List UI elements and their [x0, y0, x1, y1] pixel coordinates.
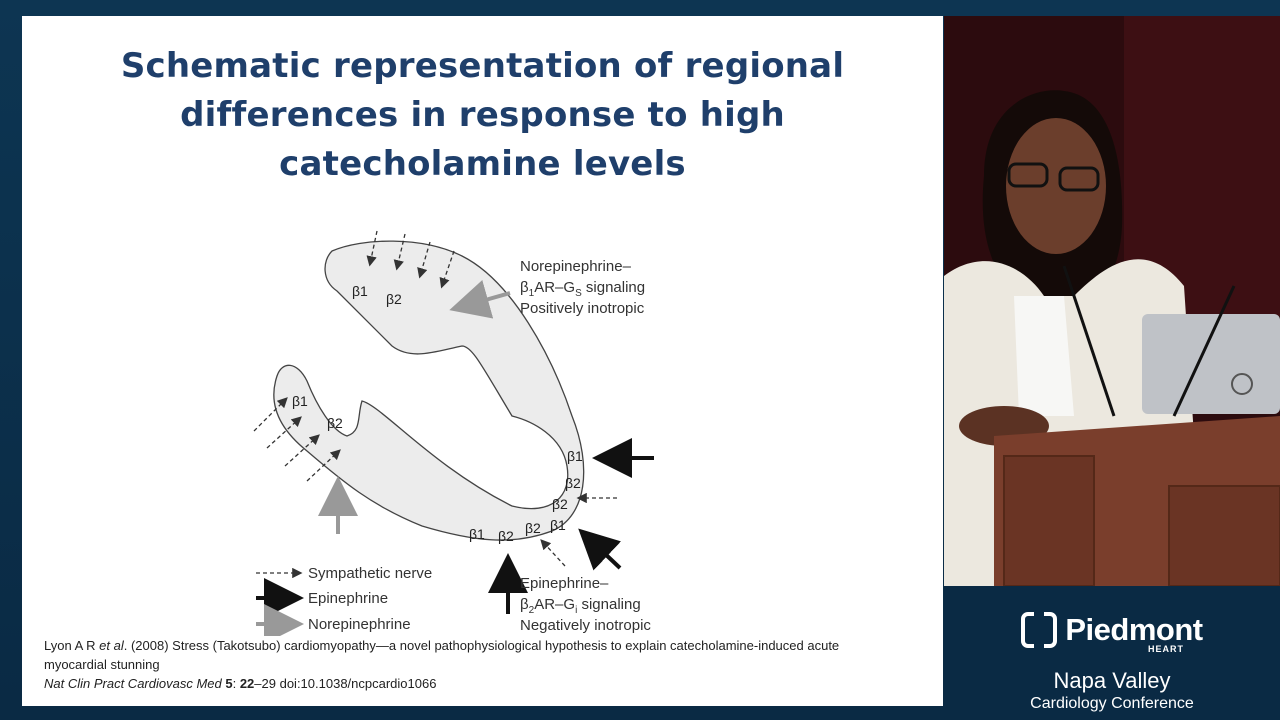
epinephrine-annotation-line-2: β2AR–Gi signaling — [520, 596, 641, 616]
citation-line-3: Nat Clin Pract Cardiovasc Med 5: 22–29 d… — [44, 676, 437, 691]
norepinephrine-arrow-top — [449, 280, 511, 319]
epinephrine-annotation-line-1: Epinephrine– — [520, 575, 609, 592]
beta1-label-apex: β1 — [567, 448, 583, 464]
conference-name-line-2: Cardiology Conference — [1030, 695, 1194, 712]
sympathetic-nerve-arrows-apex — [540, 492, 617, 567]
sympathetic-nerve-arrows-left — [253, 397, 341, 482]
ventricle-wall-shape — [273, 240, 585, 541]
beta1-label-bottom-2: β1 — [550, 517, 566, 533]
heart-schematic-figure: β1 β2 β1 β2 β1 β2 β2 β1 β2 β2 β1 — [253, 230, 654, 636]
speaker-video — [944, 16, 1280, 586]
citation-line-2: myocardial stunning — [44, 657, 160, 672]
legend-sympathetic-nerve: Sympathetic nerve — [308, 565, 432, 582]
presentation-slide: Schematic representation of regional dif… — [22, 16, 943, 706]
slide-title-line-3: catecholamine levels — [279, 144, 686, 184]
norepinephrine-annotation-line-1: Norepinephrine– — [520, 258, 632, 275]
piedmont-logo: Piedmont — [944, 608, 1280, 652]
slide-title-line-1: Schematic representation of regional — [120, 46, 845, 86]
conference-name-line-1: Napa Valley — [1053, 668, 1171, 693]
beta1-label-left: β1 — [292, 393, 308, 409]
citation: Lyon A R et al. (2008) Stress (Takotsubo… — [44, 636, 924, 693]
epinephrine-annotation-line-3: Negatively inotropic — [520, 617, 651, 634]
beta2-label-top: β2 — [386, 291, 402, 307]
norepinephrine-annotation-line-2: β1AR–GS signaling — [520, 279, 645, 299]
conference-branding: Piedmont HEART Napa Valley Cardiology Co… — [944, 586, 1280, 720]
beta2-label-apex-2: β2 — [552, 496, 568, 512]
citation-line-1: Lyon A R et al. (2008) Stress (Takotsubo… — [44, 638, 840, 653]
speaker-video-frame — [944, 16, 1280, 586]
beta1-label-bottom-1: β1 — [469, 526, 485, 542]
slide-title: Schematic representation of regional dif… — [22, 42, 943, 189]
slide-title-line-2: differences in response to high — [180, 95, 785, 135]
piedmont-logo-icon — [1021, 612, 1058, 648]
epinephrine-arrow-diagonal — [578, 528, 622, 571]
legend-norepinephrine: Norepinephrine — [308, 616, 411, 633]
beta1-label-top: β1 — [352, 283, 368, 299]
beta2-label-apex-1: β2 — [565, 475, 581, 491]
norepinephrine-annotation-line-3: Positively inotropic — [520, 300, 645, 317]
piedmont-logo-subtext: HEART — [1148, 644, 1184, 654]
beta2-label-bottom-1: β2 — [498, 528, 514, 544]
piedmont-logo-text: Piedmont — [1065, 612, 1203, 647]
figure-legend: Sympathetic nerve Epinephrine Norepineph… — [256, 565, 432, 636]
beta2-label-bottom-2: β2 — [525, 520, 541, 536]
beta2-label-left: β2 — [327, 415, 343, 431]
sympathetic-nerve-arrows-top — [366, 230, 455, 289]
legend-epinephrine: Epinephrine — [308, 590, 388, 607]
